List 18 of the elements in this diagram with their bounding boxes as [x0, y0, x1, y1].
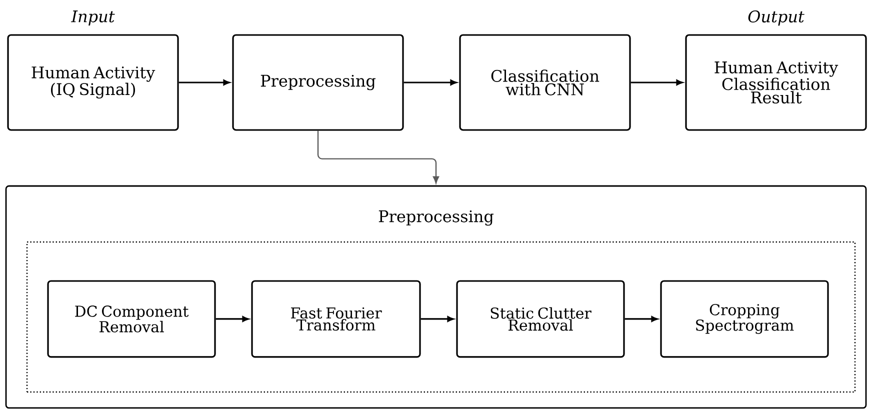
io-label: Input [70, 10, 115, 26]
arrow [317, 130, 440, 184]
arrow [630, 80, 683, 86]
arrow [624, 316, 658, 322]
arrow [216, 316, 249, 322]
process-box: Human Activity (IQ Signal) [7, 34, 179, 131]
io-label: Output [748, 10, 804, 26]
process-box: Human Activity Classification Result [685, 34, 867, 131]
arrow [404, 80, 457, 86]
process-box: Preprocessing [232, 34, 404, 131]
process-box: Classification with CNN [459, 34, 631, 131]
process-box: Cropping Spectrogram [660, 280, 829, 358]
arrow [420, 316, 454, 322]
process-box: DC Component Removal [47, 280, 216, 358]
process-box: Fast Fourier Transform [251, 280, 421, 358]
dotted-box [26, 241, 856, 393]
process-box: Static Clutter Removal [456, 280, 625, 358]
arrow [178, 80, 230, 86]
